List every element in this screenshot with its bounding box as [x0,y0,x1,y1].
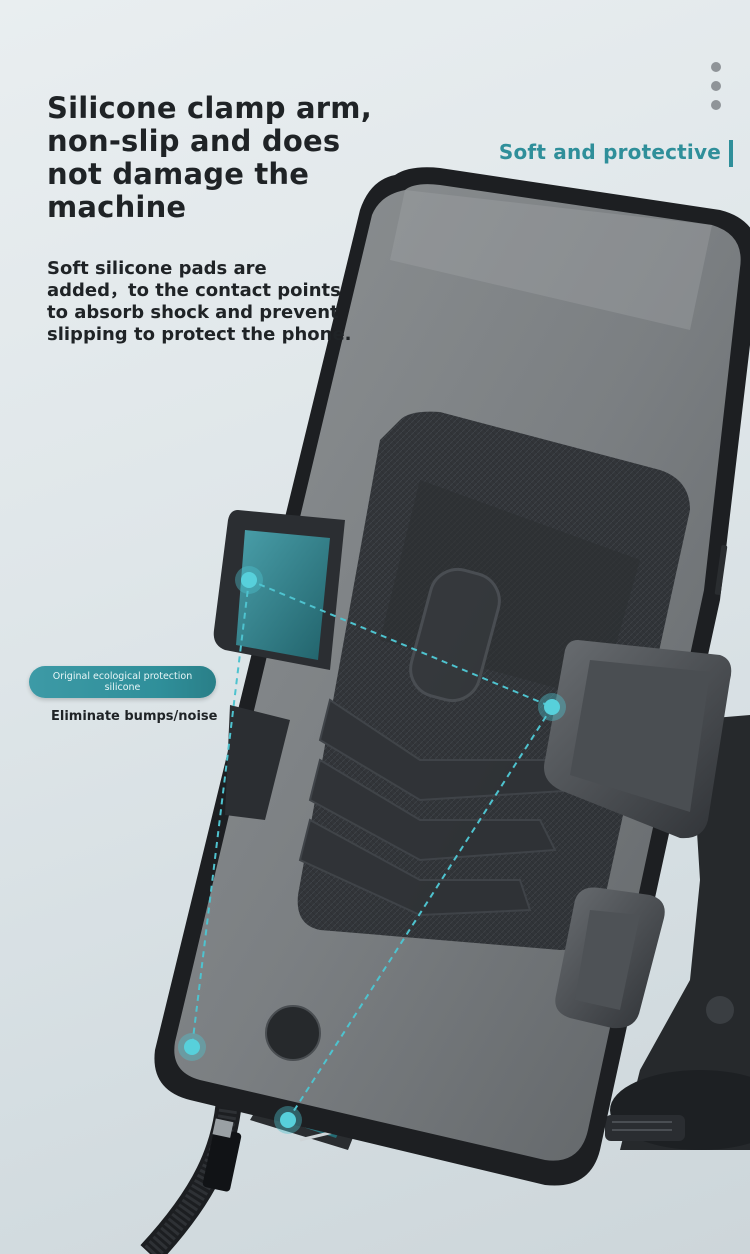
callout-nodes [178,566,566,1134]
dot [711,100,721,110]
feature-description: Soft silicone pads are added，to the cont… [47,258,352,345]
headline: Silicone clamp arm, non-slip and does no… [47,91,372,224]
dot [711,62,721,72]
tagline-accent-bar [729,140,733,167]
right-clamp [544,640,732,1029]
vertical-dots-icon[interactable] [711,62,721,119]
silicone-callout-pill: Original ecological protection silicone [29,666,216,698]
pill-label: Original ecological protection silicone [52,671,193,693]
callout-caption: Eliminate bumps/noise [51,709,218,724]
mount-arm [605,715,750,1150]
tagline: Soft and protective [498,140,721,164]
holder-plate [297,411,690,951]
callout-lines [191,579,553,1121]
dot [711,81,721,91]
